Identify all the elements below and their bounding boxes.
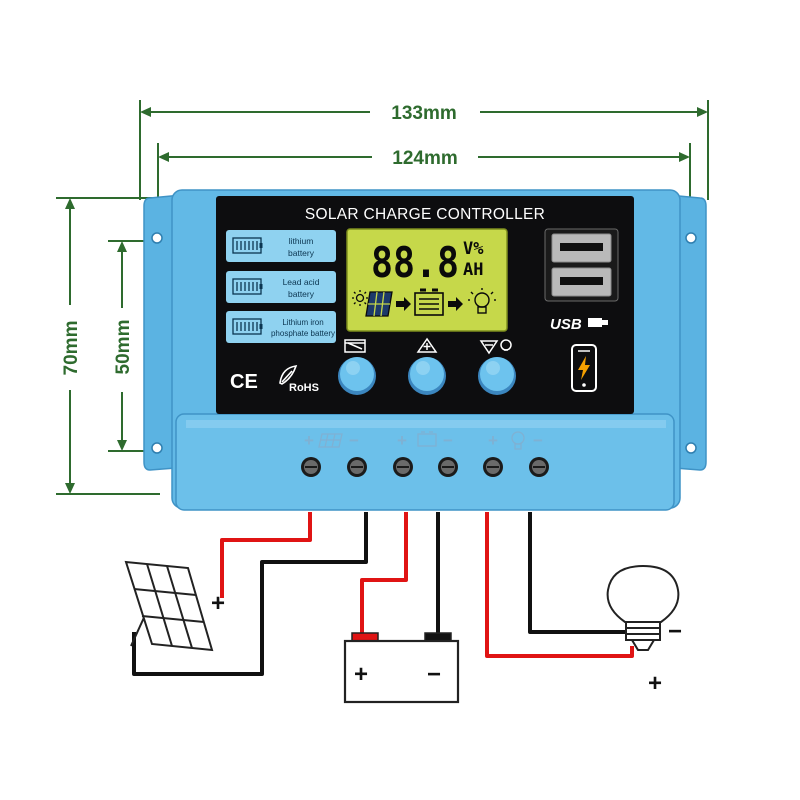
dimension-50mm-label: 50mm — [113, 320, 134, 375]
battery-icon — [417, 431, 437, 447]
usb-plug-icon — [588, 318, 608, 327]
terminal-load-positive[interactable] — [483, 457, 503, 477]
menu-button[interactable] — [338, 357, 376, 395]
battery-type-lifepo4-line2: phosphate battery — [271, 329, 335, 338]
lcd-unit-top: V% — [463, 239, 484, 259]
dimension-133mm-label: 133mm — [391, 103, 457, 124]
mounting-hole-top-right — [685, 232, 697, 244]
solar-panel-icon — [318, 433, 343, 448]
battery-type-lifepo4-line1: Lithium iron — [282, 318, 323, 327]
wire-solar-positive — [220, 512, 312, 598]
menu-icon — [344, 339, 366, 353]
wire-load-positive — [485, 512, 634, 658]
terminal-minus-battery: − — [443, 431, 453, 450]
terminal-sign-load: + − — [488, 431, 543, 450]
terminal-plus-battery: + — [397, 431, 407, 450]
mounting-hole-bottom-left — [151, 442, 163, 454]
lcd-unit-bottom: AH — [463, 260, 483, 280]
battery-icon — [232, 278, 263, 295]
battery — [343, 632, 460, 704]
down-load-icon — [479, 339, 512, 355]
mounting-hole-top-left — [151, 232, 163, 244]
arrow-icon — [448, 297, 463, 311]
terminal-sign-battery: + − — [397, 431, 453, 450]
bulb-icon — [511, 431, 525, 450]
rohs-mark: RoHS — [289, 382, 319, 394]
solar-panel — [124, 560, 214, 652]
terminal-plus-solar: + — [304, 431, 314, 450]
down-load-button[interactable] — [478, 357, 516, 395]
lcd-screen: 88.8 V% AH — [346, 228, 508, 332]
wire-battery-positive — [360, 512, 408, 634]
mounting-hole-bottom-right — [685, 442, 697, 454]
battery-type-lead-acid-line1: Lead acid — [283, 277, 320, 287]
arrow-icon — [396, 297, 411, 311]
battery-icon — [232, 318, 263, 335]
battery-type-lead-acid-line2: battery — [288, 289, 315, 299]
terminal-load-negative[interactable] — [529, 457, 549, 477]
terminal-battery-negative[interactable] — [438, 457, 458, 477]
terminal-solar-positive[interactable] — [301, 457, 321, 477]
battery-icon — [414, 288, 444, 316]
terminal-minus-solar: − — [349, 431, 359, 450]
phone-icon — [571, 344, 597, 392]
sun-panel-icon — [352, 290, 393, 317]
terminal-battery-positive[interactable] — [393, 457, 413, 477]
dimension-70mm — [56, 197, 160, 495]
terminal-plus-load: + — [488, 431, 498, 450]
terminal-screws — [301, 457, 549, 477]
battery-type-lead-acid: Lead acid battery — [226, 271, 336, 303]
bulb-icon — [468, 288, 496, 314]
wiring — [132, 512, 634, 676]
battery-type-lifepo4: Lithium iron phosphate battery — [226, 311, 336, 343]
dimension-70mm-label: 70mm — [61, 321, 82, 376]
usb-label: USB — [550, 316, 582, 333]
battery-type-lithium-line1: lithium — [289, 236, 314, 246]
solar-positive-sign: + — [211, 590, 225, 617]
load-bulb — [606, 564, 680, 651]
ce-mark: CE — [230, 371, 258, 393]
rohs-leaf-icon — [279, 365, 298, 385]
dimension-124mm — [157, 143, 691, 200]
battery-negative-sign: − — [427, 661, 441, 688]
battery-type-lithium-line2: battery — [288, 248, 315, 258]
panel-title: SOLAR CHARGE CONTROLLER — [305, 206, 545, 223]
battery-type-lithium: lithium battery — [226, 230, 336, 262]
dimension-133mm — [139, 100, 709, 200]
usb-ports[interactable] — [544, 228, 619, 302]
dimension-124mm-label: 124mm — [392, 148, 458, 169]
battery-positive-sign: + — [354, 661, 368, 688]
terminal-sign-solar: + − — [304, 431, 359, 450]
terminal-solar-negative[interactable] — [347, 457, 367, 477]
battery-icon — [232, 237, 263, 254]
up-icon — [416, 337, 438, 353]
load-positive-sign: + — [648, 670, 662, 697]
terminal-minus-load: − — [533, 431, 543, 450]
load-negative-sign: − — [668, 618, 682, 645]
up-button[interactable] — [408, 357, 446, 395]
wire-load-negative — [528, 512, 628, 634]
wire-solar-negative — [132, 512, 368, 676]
lcd-digits: 88.8 — [371, 238, 459, 287]
